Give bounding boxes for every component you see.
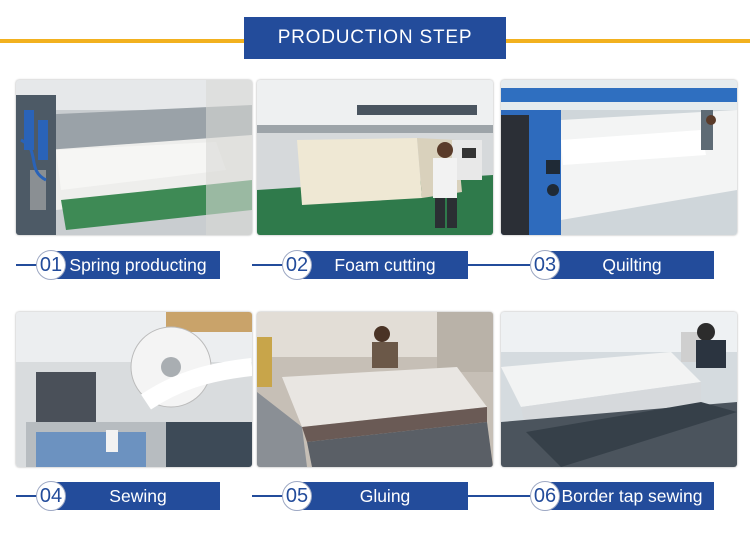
step-title: Quilting bbox=[550, 251, 714, 279]
step-title: Border tap sewing bbox=[550, 482, 714, 510]
step-number: 01 bbox=[36, 250, 66, 280]
foam-cutting-photo bbox=[257, 80, 493, 235]
step-title: Spring producting bbox=[56, 251, 220, 279]
label-rule bbox=[468, 495, 530, 497]
step-label-06: 06 Border tap sewing bbox=[468, 481, 750, 511]
step-number: 02 bbox=[282, 250, 312, 280]
label-rule bbox=[16, 264, 38, 266]
label-rule bbox=[252, 264, 282, 266]
label-rule bbox=[252, 495, 282, 497]
quilting-photo bbox=[501, 80, 737, 235]
step-number: 06 bbox=[530, 481, 560, 511]
page-title: PRODUCTION STEP bbox=[244, 17, 506, 59]
step-title: Foam cutting bbox=[302, 251, 468, 279]
spring-producting-photo bbox=[16, 80, 252, 235]
step-number: 05 bbox=[282, 481, 312, 511]
border-tap-sewing-photo bbox=[501, 312, 737, 467]
label-rule bbox=[468, 264, 530, 266]
step-title: Gluing bbox=[302, 482, 468, 510]
gluing-photo bbox=[257, 312, 493, 467]
step-number: 03 bbox=[530, 250, 560, 280]
step-title: Sewing bbox=[56, 482, 220, 510]
header-rule-right bbox=[505, 39, 750, 43]
step-label-05: 05 Gluing bbox=[252, 481, 497, 511]
step-label-02: 02 Foam cutting bbox=[252, 250, 497, 280]
step-number: 04 bbox=[36, 481, 66, 511]
step-label-04: 04 Sewing bbox=[16, 481, 252, 511]
step-label-03: 03 Quilting bbox=[468, 250, 750, 280]
step-label-01: 01 Spring producting bbox=[16, 250, 252, 280]
header-rule-left bbox=[0, 39, 245, 43]
label-rule bbox=[16, 495, 38, 497]
sewing-photo bbox=[16, 312, 252, 467]
